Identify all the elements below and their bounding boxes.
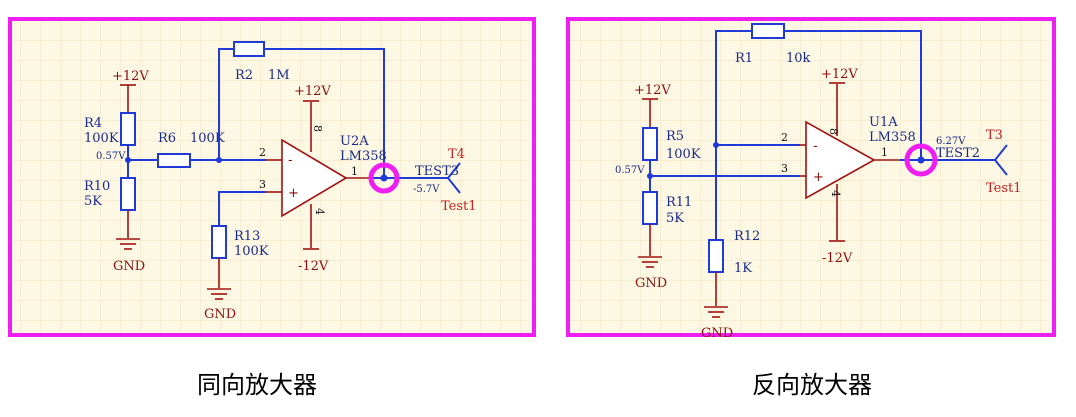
r1-value: 10k	[786, 51, 811, 66]
left-testpoint: TEST3 -5.7V T4 Test1	[368, 147, 477, 214]
right-opamp-minus-sign: -	[813, 139, 818, 154]
non-inverting-amplifier-schematic: +12V R4 100K 0.57V R10 5K GND	[8, 17, 536, 337]
r6-value: 100K	[190, 131, 225, 146]
r11-ref: R11	[666, 195, 692, 210]
left-resistor-r13: R13 100K	[211, 191, 269, 288]
right-ground-symbol-1: GND	[635, 256, 667, 291]
left-resistor-r2: R2 1M	[218, 41, 385, 178]
left-output-highlight	[368, 162, 400, 194]
r13-value: 100K	[234, 244, 269, 259]
r12-ref: R12	[734, 229, 760, 244]
left-resistor-r4: R4 100K 0.57V	[84, 112, 136, 162]
right-resistor-r11: R11 5K	[642, 176, 692, 256]
left-pin-pos: 3	[259, 178, 266, 191]
left-opamp-u2a: - + 2 3 1 8 4 U2A LM358	[259, 102, 387, 248]
left-gnd-label-1: GND	[113, 259, 145, 274]
right-gnd-label-2: GND	[701, 326, 733, 341]
left-caption: 同向放大器	[197, 371, 317, 399]
right-gnd-label-1: GND	[635, 276, 667, 291]
left-resistor-r10: R10 5K	[84, 160, 136, 238]
r2-ref: R2	[235, 68, 253, 83]
left-pin-vee: 4	[313, 208, 326, 215]
r13-ref: R13	[234, 229, 260, 244]
right-opamp-u1a: - + 2 3 1 8 4 U1A LM358	[781, 84, 916, 240]
left-opamp-vee-label: -12V	[298, 259, 329, 274]
left-ground-symbol-2: GND	[204, 288, 236, 322]
left-pin-neg: 2	[259, 146, 266, 159]
left-vcc-label: +12V	[112, 69, 149, 84]
r10-ref: R10	[84, 179, 110, 194]
inverting-amplifier-schematic: +12V R5 100K 0.57V R11 5K GND	[566, 17, 1056, 341]
right-pin-vcc: 8	[827, 128, 840, 135]
right-junction-inverting	[713, 142, 719, 148]
r11-value: 5K	[666, 211, 684, 226]
left-pin-out: 1	[351, 165, 358, 178]
right-resistor-r12: R12 1K	[708, 144, 800, 306]
left-opamp-minus-sign: -	[288, 153, 293, 168]
left-testpoint-net: TEST3	[415, 164, 459, 179]
right-testpoint-ref: T3	[986, 128, 1003, 143]
right-pin-pos: 3	[781, 162, 788, 175]
left-opamp-plus-sign: +	[288, 186, 299, 201]
r2-value: 1M	[268, 68, 290, 83]
right-resistor-r1: R1 10k	[715, 23, 922, 158]
right-panel-frame	[566, 17, 1056, 337]
left-junction-divider	[125, 157, 131, 163]
right-divider-voltage: 0.57V	[615, 165, 645, 176]
r4-value: 100K	[84, 131, 119, 146]
left-resistor-r6: R6 100K	[128, 131, 266, 168]
left-panel-frame	[8, 17, 536, 337]
r10-value: 5K	[84, 194, 102, 209]
right-vcc-label: +12V	[634, 83, 671, 98]
right-testpoint-name: Test1	[986, 181, 1022, 196]
left-vcc-source: +12V	[112, 69, 149, 113]
right-opamp-ref: U1A	[869, 115, 898, 130]
left-opamp-ref: U2A	[340, 134, 369, 149]
left-testpoint-name: Test1	[441, 199, 477, 214]
right-opamp-rails: +12V -12V	[821, 67, 858, 266]
right-pin-out: 1	[881, 146, 888, 159]
right-testpoint: 6.27V TEST2 T3 Test1	[900, 128, 1022, 196]
r4-ref: R4	[84, 116, 102, 131]
right-opamp-part: LM358	[869, 130, 916, 145]
right-opamp-plus-sign: +	[813, 170, 824, 185]
right-opamp-vcc-label: +12V	[821, 67, 858, 82]
right-pin-neg: 2	[781, 131, 788, 144]
right-resistor-r5: R5 100K 0.57V	[615, 127, 701, 176]
right-output-voltage: 6.27V	[936, 136, 966, 147]
right-caption: 反向放大器	[752, 371, 872, 399]
left-gnd-label-2: GND	[204, 307, 236, 322]
left-output-voltage: -5.7V	[413, 184, 440, 195]
right-vcc-source: +12V	[634, 83, 671, 128]
right-opamp-vee-label: -12V	[822, 251, 853, 266]
left-divider-voltage: 0.57V	[96, 151, 126, 162]
r6-ref: R6	[158, 131, 176, 146]
left-opamp-rails: +12V -12V	[294, 84, 331, 274]
left-testpoint-ref: T4	[448, 147, 465, 162]
right-testpoint-net: TEST2	[936, 146, 980, 161]
left-pin-vcc: 8	[311, 125, 324, 132]
right-pin-vee: 4	[829, 190, 842, 197]
right-ground-symbol-2: GND	[701, 306, 733, 341]
r5-ref: R5	[666, 129, 684, 144]
left-ground-symbol-1: GND	[113, 238, 145, 274]
right-output-highlight	[904, 143, 938, 177]
left-opamp-vcc-label: +12V	[294, 84, 331, 99]
r1-ref: R1	[735, 51, 753, 66]
left-opamp-part: LM358	[340, 149, 387, 164]
r5-value: 100K	[666, 147, 701, 162]
r12-value: 1K	[734, 261, 752, 276]
